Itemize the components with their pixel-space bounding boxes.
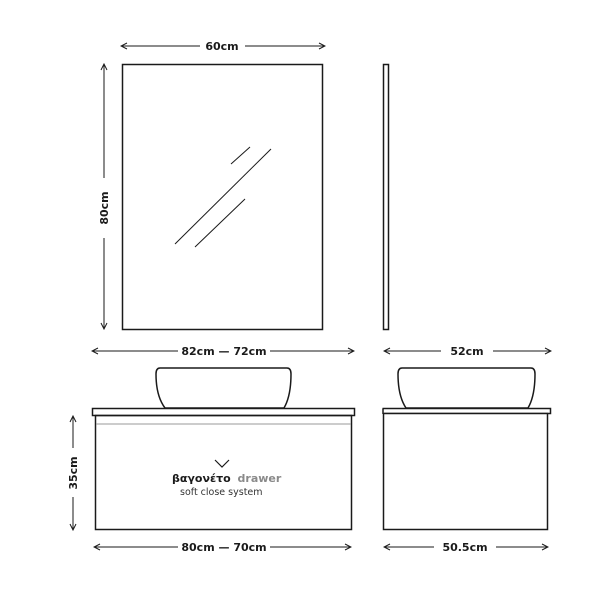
- side-top-width-label: 52cm: [450, 345, 483, 358]
- mirror-width-dimension: 60cm: [121, 40, 325, 53]
- vanity-top-width-label: 82cm — 72cm: [181, 345, 266, 358]
- drawer-label-english: drawer: [238, 472, 282, 485]
- vanity-bottom-width-label: 80cm — 70cm: [181, 541, 266, 554]
- mirror-width-label: 60cm: [205, 40, 238, 53]
- side-bottom-width-label: 50.5cm: [442, 541, 487, 554]
- reflection-line: [194, 198, 246, 248]
- cabinet: [94, 414, 353, 531]
- countertop: [91, 407, 356, 417]
- mirror-height-dimension: 80cm: [98, 64, 111, 329]
- mirror-front-view: [121, 63, 324, 331]
- cabinet: [382, 412, 549, 531]
- basin: [155, 367, 292, 409]
- vanity-height-dimension: 35cm: [67, 416, 80, 530]
- vanity-height-label: 35cm: [67, 456, 80, 489]
- reflection-line: [230, 146, 251, 165]
- chevron-down-icon: [214, 459, 230, 468]
- drawer-label: βαγονέτο drawer: [172, 472, 282, 485]
- basin: [397, 367, 536, 409]
- vanity-top-width-dimension: 82cm — 72cm: [92, 345, 354, 358]
- side-bottom-width-dimension: 50.5cm: [384, 541, 548, 554]
- mirror-side-view: [382, 63, 390, 331]
- mirror-height-label: 80cm: [98, 191, 111, 224]
- vanity-bottom-width-dimension: 80cm — 70cm: [94, 541, 351, 554]
- drawer-subtitle: soft close system: [180, 487, 263, 498]
- vanity-side-view: [382, 367, 552, 531]
- reflection-line: [174, 148, 272, 245]
- vanity-front-view: βαγονέτο drawer soft close system: [91, 367, 356, 531]
- side-top-width-dimension: 52cm: [384, 345, 551, 358]
- countertop: [382, 407, 552, 415]
- drawer-label-greek: βαγονέτο: [172, 472, 231, 485]
